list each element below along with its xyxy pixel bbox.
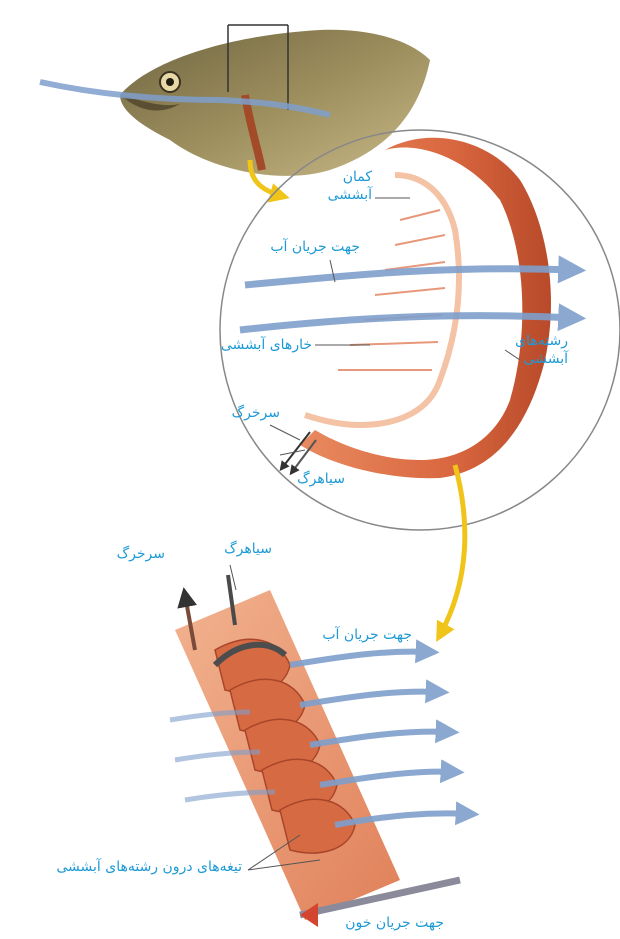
gill-arch-label-line2: آبششی [328,186,372,204]
artery-label-top: سرخرگ [232,404,280,422]
blood-flow-label: جهت جریان خون [345,914,444,932]
artery-label-bottom: سرخرگ [117,545,165,563]
gill-rakers-label: خارهای آبششی [221,336,312,354]
gill-filaments-label-line1: رشته‌های [515,332,568,350]
water-flow-top-label: جهت جریان آب [270,238,360,256]
vein-label-top: سیاهرگ [297,470,345,488]
lamellae-label: تیغه‌های درون رشته‌های آبششی [56,858,242,876]
vein-label-bottom: سیاهرگ [224,540,272,558]
water-flow-bottom-label: جهت جریان آب [322,626,412,644]
gill-arch-label-line1: کمان [343,168,372,186]
gill-filaments-label-line2: آبششی [524,350,568,368]
artery-arrow [282,432,310,468]
pointer-arrow-to-filament [440,465,465,635]
